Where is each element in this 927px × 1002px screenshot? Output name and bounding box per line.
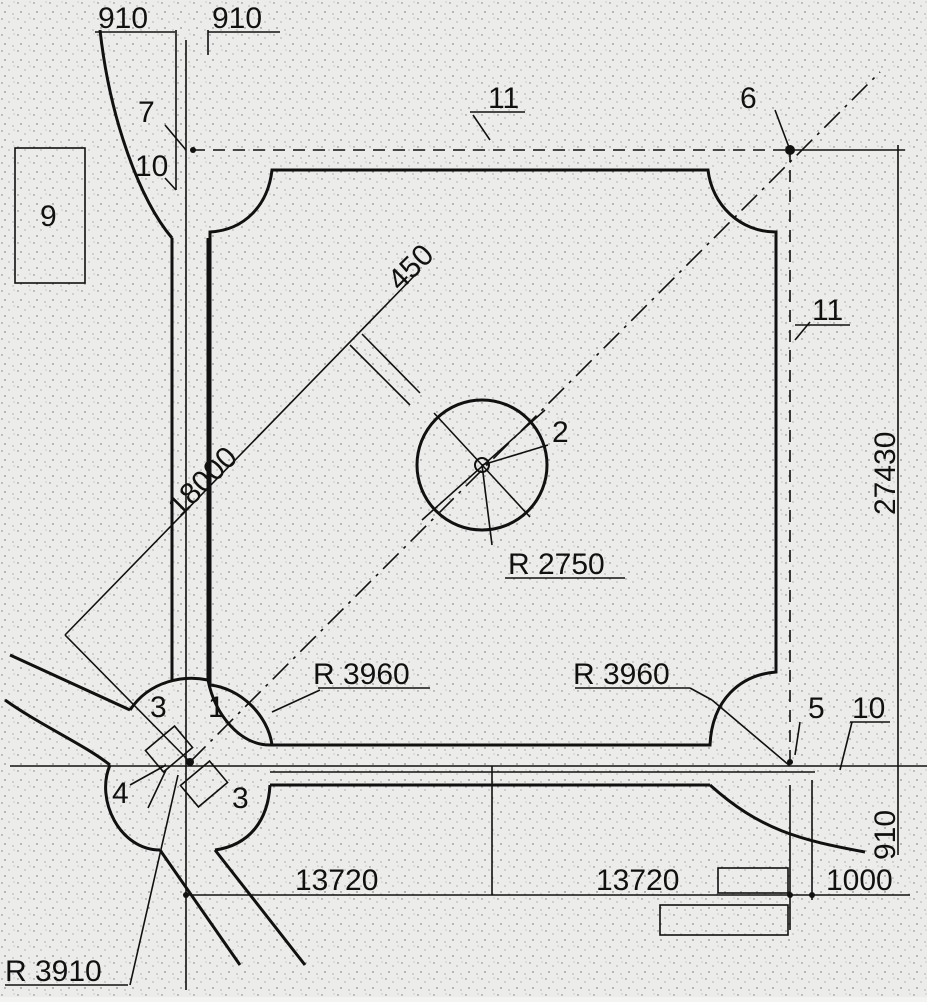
junction <box>104 676 272 852</box>
lane-curve-top <box>98 29 174 239</box>
vertical-strip <box>170 30 210 990</box>
dim-height-line <box>790 145 905 855</box>
radius-corner-left-label: R 3960 <box>313 658 410 691</box>
center-axis <box>189 71 881 763</box>
callout-7: 7 <box>138 96 155 129</box>
callout-11-right: 11 <box>812 294 843 327</box>
callout-1: 1 <box>208 691 225 724</box>
road-outline <box>4 653 307 966</box>
dim-top-left-label: 910 <box>98 2 148 35</box>
callout-6: 6 <box>740 82 757 115</box>
center-circle <box>415 398 549 546</box>
radius-center-label: R 2750 <box>508 548 605 581</box>
block-9 <box>14 147 86 284</box>
callout-4: 4 <box>112 777 129 810</box>
point-5-marker <box>787 759 793 765</box>
plot-outline <box>208 168 778 747</box>
callout-11-top: 11 <box>488 82 519 115</box>
lane-curve-bottom <box>708 783 866 854</box>
dim-diagonal-line <box>64 269 421 763</box>
boundary-dashed <box>193 149 791 766</box>
leaders <box>129 109 853 986</box>
callout-2: 2 <box>552 416 569 449</box>
callout-10-right: 10 <box>852 692 885 725</box>
dim-top-right-label: 910 <box>212 2 262 35</box>
dim-right-bottom-label: 910 <box>869 810 902 860</box>
dim-bottom-1-label: 13720 <box>295 864 378 897</box>
callout-3-left: 3 <box>150 691 167 724</box>
crossing-symbols <box>144 724 229 809</box>
callout-10-top: 10 <box>135 150 168 183</box>
dim-bottom-line <box>183 780 910 936</box>
dim-bottom-3-label: 1000 <box>826 864 893 897</box>
radius-road-label: R 3910 <box>5 955 102 988</box>
point-7-marker <box>190 147 196 153</box>
dim-bottom-2-label: 13720 <box>596 864 679 897</box>
dim-height-label: 27430 <box>869 432 902 515</box>
point-6-marker <box>785 145 795 155</box>
callout-9: 9 <box>40 200 57 233</box>
radius-corner-right-label: R 3960 <box>573 658 670 691</box>
callout-3-right: 3 <box>232 782 249 815</box>
label-underlines <box>5 31 890 986</box>
callout-5: 5 <box>808 692 825 725</box>
